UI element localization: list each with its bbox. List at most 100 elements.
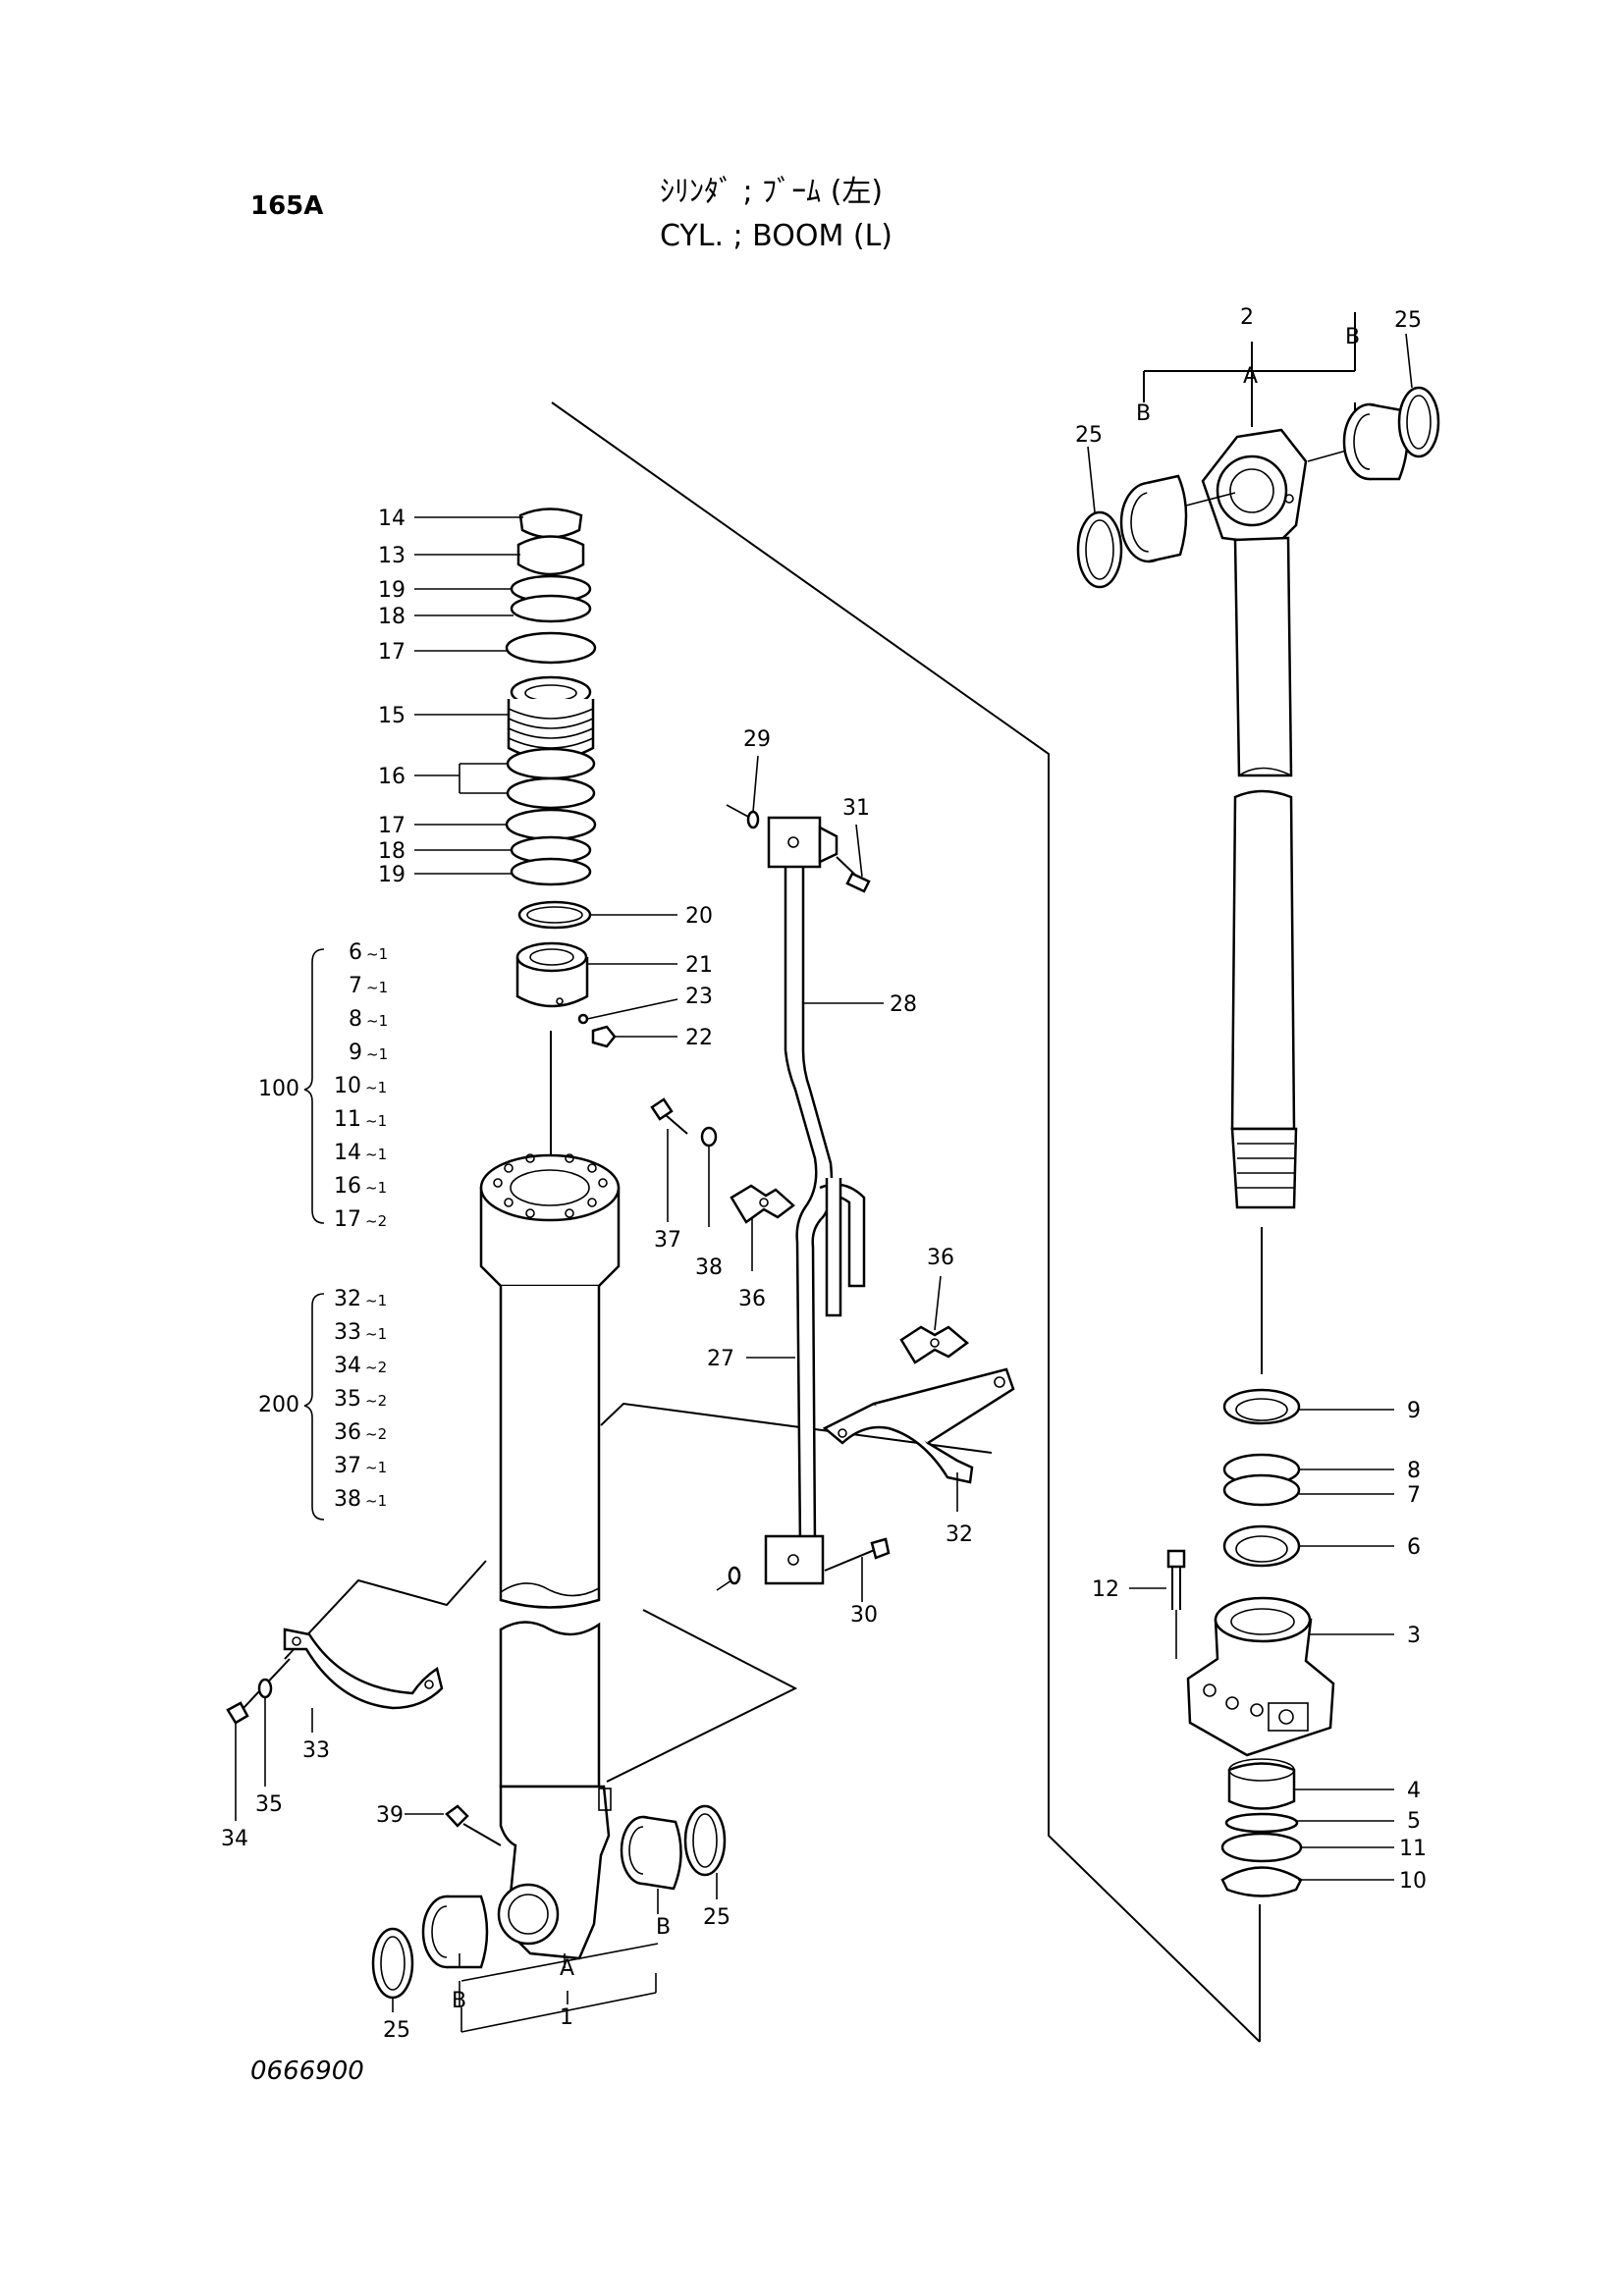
seal-16a [506,747,596,780]
kit-item-part: 11 [334,1107,361,1132]
callout-5: 5 [1407,1809,1421,1834]
callout-3: 3 [1407,1624,1421,1648]
kit-item-qty: ~1 [366,1045,388,1063]
rod-seal-left [1076,510,1123,589]
kit-item-part: 32 [334,1287,361,1311]
ref-a: A [1243,364,1258,389]
svg-text:14~1: 14~1 [334,1141,387,1165]
svg-text:37~1: 37~1 [334,1454,387,1478]
kit-item-qty: ~2 [365,1425,387,1443]
kit-item-qty: ~2 [365,1359,387,1376]
callout-29: 29 [743,727,771,752]
kit-id: 200 [258,1393,299,1417]
callout-25: 25 [383,2018,410,2043]
rod-eye [1201,428,1308,547]
kit-id: 100 [258,1077,299,1101]
kit-item-qty: ~1 [365,1146,387,1163]
bolt-30 [824,1537,891,1572]
callout-23: 23 [685,985,713,1009]
kit-item-qty: ~1 [366,945,388,963]
callout-19: 19 [378,863,406,887]
callout-38: 38 [695,1255,723,1280]
kit-item-part: 33 [334,1320,361,1345]
callout-13: 13 [378,544,406,568]
tube-seal-right [683,1804,727,1877]
bushing-4 [1227,1762,1296,1810]
callout-7: 7 [1407,1483,1421,1508]
ref-b: B [452,1989,466,2013]
kit-item-part: 17 [334,1207,361,1232]
seal-14 [518,507,583,539]
kit-item-part: 7 [349,974,362,998]
kit-200-list: 200 32~1 33~1 34~2 35~2 36~2 37~1 38~1 [258,1287,387,1521]
rod-bushing-left [1119,474,1188,563]
kit-item-qty: ~1 [365,1079,387,1096]
section-code: 165A [250,191,323,221]
callout-25: 25 [703,1905,730,1930]
rod-bushing-right [1342,402,1409,481]
callout-22: 22 [685,1026,713,1050]
kit-item-qty: ~2 [365,1392,387,1410]
ring-20 [517,900,592,930]
callout-19: 19 [378,578,406,603]
washer-35 [257,1678,273,1699]
kit-item-qty: ~1 [365,1492,387,1510]
ring-5 [1224,1812,1299,1834]
callout-6: 6 [1407,1535,1421,1560]
svg-text:34~2: 34~2 [334,1354,387,1378]
bolt-12 [1166,1549,1186,1659]
callout-32: 32 [946,1522,973,1547]
callout-10: 10 [1399,1869,1427,1894]
callout-35: 35 [255,1792,283,1817]
callout-17: 17 [378,640,406,665]
callout-9: 9 [1407,1399,1421,1423]
ref-b: B [1136,401,1151,426]
callout-36: 36 [927,1246,954,1270]
callout-17: 17 [378,814,406,838]
tube-seal-left [371,1927,414,2000]
svg-text:16~1: 16~1 [334,1174,387,1199]
callout-8: 8 [1407,1459,1421,1483]
kit-200-items: 32~1 33~1 34~2 35~2 36~2 37~1 38~1 [334,1287,387,1512]
callout-36: 36 [738,1287,766,1311]
grease-fitting-39 [445,1804,502,1846]
set-screw-22 [591,1025,617,1048]
svg-text:38~1: 38~1 [334,1487,387,1512]
kit-item-part: 34 [334,1354,361,1378]
steel-ball-23 [577,1013,589,1025]
svg-text:17~2: 17~2 [334,1207,387,1232]
pipe-assembly [764,816,866,1585]
clamp-33 [283,1628,444,1710]
svg-text:32~1: 32~1 [334,1287,387,1311]
callout-12: 12 [1092,1577,1119,1602]
callout-2: 2 [1240,305,1254,330]
kit-item-part: 37 [334,1454,361,1478]
bracket-32 [822,1367,1015,1484]
callout-16: 16 [378,765,406,789]
kit-item-qty: ~1 [365,1179,387,1197]
tube-bushing-left [421,1895,489,1969]
bolt-37 [650,1097,688,1135]
kit-item-part: 8 [349,1007,362,1032]
ring-19b [510,857,592,886]
ring-7 [1222,1473,1301,1507]
callout-1: 1 [560,2005,573,2030]
ref-b: B [1345,325,1360,349]
title-english: CYL. ; BOOM (L) [660,219,893,253]
rod-seal-right [1397,386,1440,458]
callout-18: 18 [378,605,406,629]
callout-15: 15 [378,704,406,728]
kit-item-part: 14 [334,1141,361,1165]
gland-nut-21 [515,941,589,1008]
piston-seal-stack [1222,1388,1301,1568]
callout-4: 4 [1407,1779,1421,1803]
kit-item-part: 38 [334,1487,361,1512]
seal-11 [1220,1832,1303,1863]
callout-25: 25 [1394,308,1422,333]
svg-text:8~1: 8~1 [349,1007,388,1032]
svg-text:10~1: 10~1 [334,1074,387,1098]
flange-block-bottom [764,1534,825,1585]
title-japanese: ｼﾘﾝﾀﾞ ; ﾌﾞｰﾑ (左) [660,175,883,209]
kit-item-part: 9 [349,1041,362,1065]
svg-text:7~1: 7~1 [349,974,388,998]
